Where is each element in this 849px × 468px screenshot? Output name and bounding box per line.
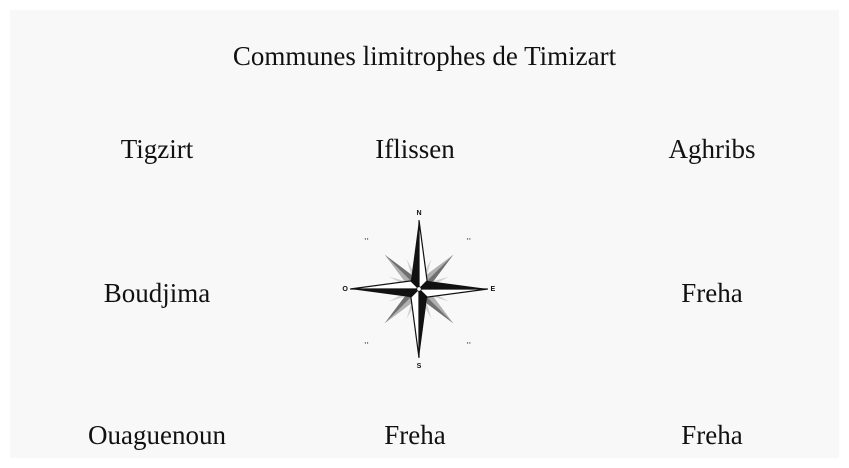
neighbor-southeast: Freha <box>592 417 832 453</box>
neighbor-north: Iflissen <box>295 131 535 167</box>
neighbor-south: Freha <box>295 417 535 453</box>
svg-text:··: ·· <box>467 235 472 243</box>
neighbor-southwest: Ouaguenoun <box>37 417 277 453</box>
svg-text:··: ·· <box>467 340 472 348</box>
neighbor-northwest: Tigzirt <box>37 131 277 167</box>
neighbor-northeast: Aghribs <box>592 131 832 167</box>
diagram-title: Communes limitrophes de Timizart <box>0 38 849 74</box>
compass-south-label: S <box>417 362 422 370</box>
compass-west-label: O <box>342 285 348 293</box>
neighbor-east: Freha <box>592 275 832 311</box>
svg-text:··: ·· <box>364 340 369 348</box>
svg-text:··: ·· <box>364 235 369 243</box>
neighbor-west: Boudjima <box>37 275 277 311</box>
compass-rose-graphic: ·· ·· ·· ·· N E S O <box>342 209 495 370</box>
compass-east-label: E <box>491 285 496 293</box>
compass-north-label: N <box>416 209 421 217</box>
compass-rose-icon: ·· ·· ·· ·· N E S O <box>338 208 500 370</box>
